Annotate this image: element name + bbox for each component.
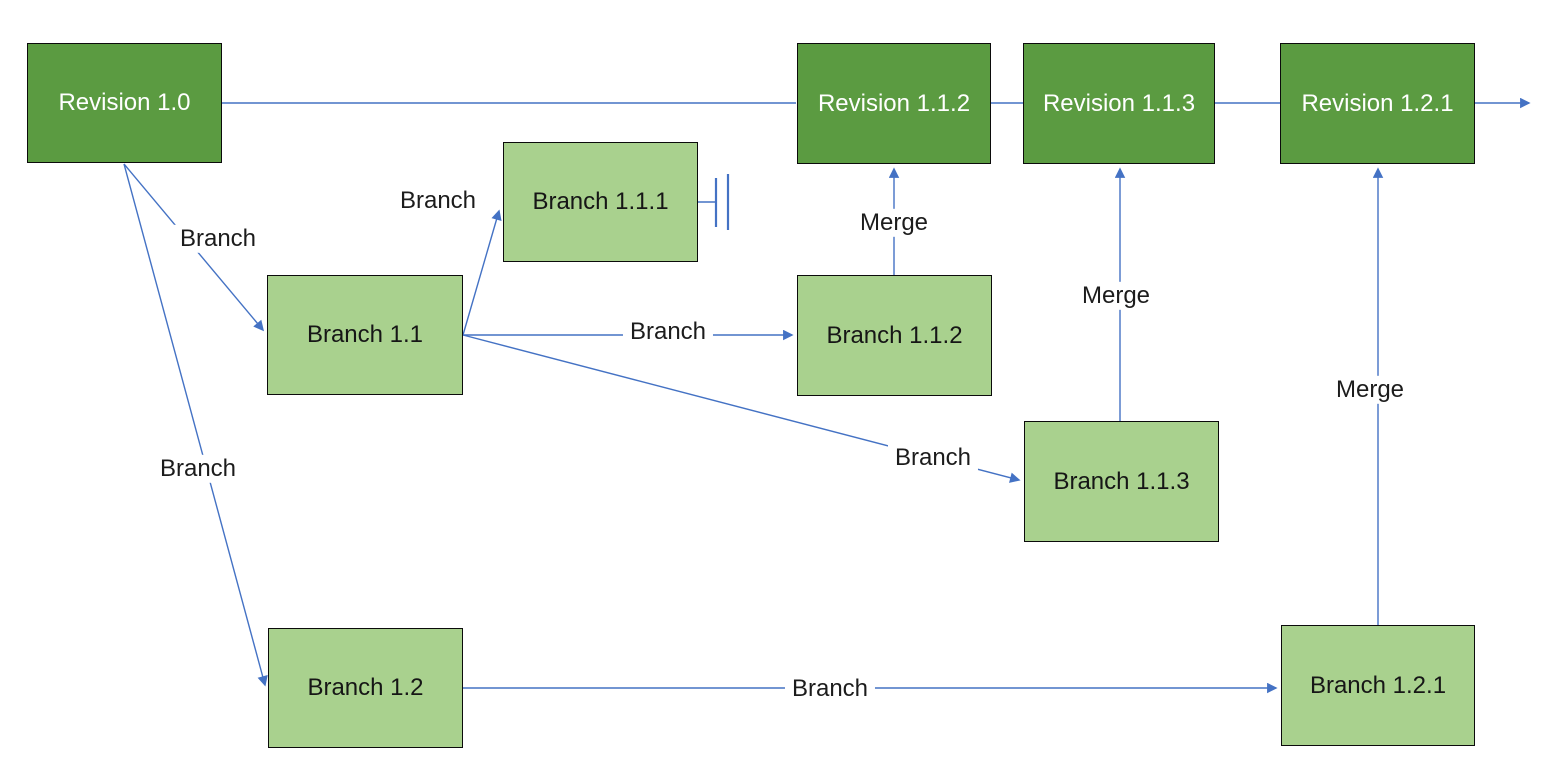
node-label: Revision 1.2.1 (1301, 89, 1454, 117)
edge-label-branch: Branch (784, 674, 876, 704)
edge-label-branch: Branch (172, 224, 264, 254)
edge-label-merge: Merge (1074, 281, 1158, 311)
node-revision-1-2-1: Revision 1.2.1 (1280, 43, 1475, 164)
node-label: Revision 1.0 (58, 89, 191, 116)
edge-label-merge: Merge (852, 208, 936, 238)
edge-label-branch: Branch (392, 186, 484, 216)
edge-label-branch: Branch (152, 454, 244, 484)
node-revision-1-1-2: Revision 1.1.2 (797, 43, 991, 164)
node-label: Revision 1.1.2 (817, 89, 971, 117)
edge-branch11-branch111 (462, 209, 502, 336)
node-branch-1-1: Branch 1.1 (267, 275, 463, 395)
node-branch-1-2: Branch 1.2 (268, 628, 463, 748)
node-label: Revision 1.1.3 (1042, 89, 1196, 117)
node-branch-1-2-1: Branch 1.2.1 (1281, 625, 1475, 746)
node-label: Branch 1.1 (306, 321, 424, 348)
edge-rev10-branch12 (123, 163, 268, 687)
node-branch-1-1-3: Branch 1.1.3 (1024, 421, 1219, 542)
node-label: Branch 1.2.1 (1309, 671, 1447, 699)
node-label: Branch 1.1.3 (1053, 467, 1190, 495)
edge-label-merge: Merge (1328, 375, 1412, 405)
node-label: Branch 1.1.2 (826, 321, 963, 349)
node-revision-1-1-3: Revision 1.1.3 (1023, 43, 1215, 164)
edge-label-branch: Branch (622, 317, 714, 347)
node-branch-1-1-2: Branch 1.1.2 (797, 275, 992, 396)
edge-label-branch: Branch (887, 443, 979, 473)
node-label: Branch 1.1.1 (532, 188, 669, 215)
node-revision-1-0: Revision 1.0 (27, 43, 222, 163)
node-branch-1-1-1: Branch 1.1.1 (503, 142, 698, 262)
node-label: Branch 1.2 (307, 674, 424, 701)
